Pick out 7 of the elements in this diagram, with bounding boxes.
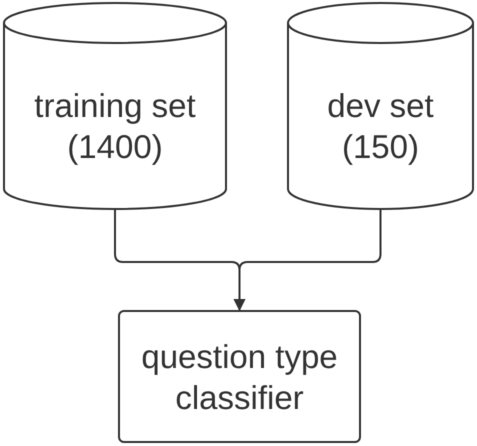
node-label: dev set (150) xyxy=(326,86,435,167)
database-cylinder xyxy=(287,3,474,209)
node-label: question type classifier xyxy=(140,336,339,418)
arrow xyxy=(234,209,382,311)
node-label: training set (1400) xyxy=(33,86,197,167)
process-box xyxy=(118,310,361,443)
database-cylinder xyxy=(3,3,227,209)
